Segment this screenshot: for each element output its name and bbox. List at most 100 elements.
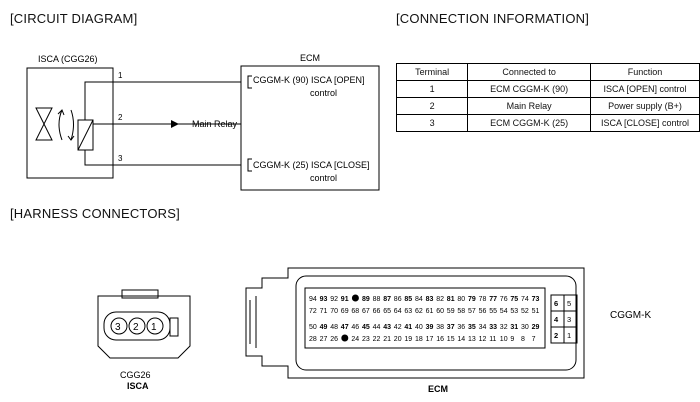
ecm-pin: 39 [426, 324, 434, 331]
ecm-pin: 48 [330, 324, 338, 331]
ecm-pin: 50 [309, 324, 317, 331]
ecm-pin: 79 [468, 296, 476, 303]
ecm-connector-name: ECM [428, 384, 448, 394]
ecm-pin: 74 [521, 296, 529, 303]
ecm-pin: 14 [457, 336, 465, 343]
ecm-pin: 29 [532, 324, 540, 331]
ecm-pin: 38 [436, 324, 444, 331]
table-cell: ISCA [OPEN] control [589, 80, 700, 98]
main-relay-label: Main Relay [192, 119, 238, 129]
ecm-pin: 46 [351, 324, 359, 331]
isca-connector-name: ISCA [127, 381, 149, 391]
table-cell: Main Relay [467, 97, 591, 115]
ecm-pin: 44 [373, 324, 381, 331]
coil-icon [77, 119, 94, 151]
ecm-pin: 65 [383, 308, 391, 315]
ecm-pin: 27 [320, 336, 328, 343]
isca-connector [97, 289, 191, 359]
ecm-side-pin: 3 [567, 315, 571, 324]
ecm-connector [245, 267, 585, 379]
ecm-pin: 63 [404, 308, 412, 315]
table-cell: 1 [395, 80, 469, 98]
isca-pin-1: 1 [151, 322, 157, 333]
ecm-pin: 66 [373, 308, 381, 315]
ecm-pin-open-line1: CGGM-K (90) ISCA [OPEN] [253, 75, 365, 85]
ecm-pin: 19 [404, 336, 412, 343]
ecm-pin: 35 [468, 324, 476, 331]
ecm-pin: 22 [373, 336, 381, 343]
ecm-pin: 28 [309, 336, 317, 343]
ecm-pin: 37 [447, 324, 455, 331]
ecm-pin: 83 [426, 296, 434, 303]
ecm-pin: 93 [320, 296, 328, 303]
table-cell: ECM CGGM-K (25) [467, 114, 591, 132]
harness-connectors-title: [HARNESS CONNECTORS] [10, 206, 180, 221]
pin-2-label: 2 [118, 113, 123, 122]
ecm-pin: 43 [383, 324, 391, 331]
ecm-pin: 91 [341, 296, 349, 303]
table-cell: 2 [395, 97, 469, 115]
ecm-pin: 55 [489, 308, 497, 315]
ecm-pin: 36 [457, 324, 465, 331]
ecm-pin: 8 [521, 336, 525, 343]
ecm-pin: 47 [341, 324, 349, 331]
ecm-pin: 31 [510, 324, 518, 331]
ecm-side-pin: 5 [567, 299, 571, 308]
ecm-label: ECM [300, 53, 320, 63]
isca-connector-code: CGG26 [120, 370, 151, 380]
ecm-pin: 75 [510, 296, 518, 303]
ecm-pin: 11 [489, 336, 496, 343]
pin-1-label: 1 [118, 71, 123, 80]
table-cell: Power supply (B+) [589, 97, 700, 115]
ecm-pin: 18 [415, 336, 423, 343]
ecm-pin: 92 [330, 296, 338, 303]
ecm-pin: 30 [521, 324, 529, 331]
ecm-pin: 67 [362, 308, 370, 315]
table-row: 2 Main Relay Power supply (B+) [395, 97, 700, 115]
ecm-pin: 87 [383, 296, 391, 303]
ecm-pin-close-line1: CGGM-K (25) ISCA [CLOSE] [253, 160, 370, 170]
ecm-pin: 58 [457, 308, 465, 315]
ecm-pin: 68 [351, 308, 359, 315]
ecm-pin: 69 [341, 308, 349, 315]
isca-label: ISCA (CGG26) [38, 54, 98, 64]
connection-table: Terminal Connected to Function 1 ECM CGG… [395, 63, 700, 132]
ecm-pin: 85 [404, 296, 412, 303]
ecm-side-pin: 2 [554, 331, 558, 340]
ecm-pin: 88 [373, 296, 381, 303]
ecm-pin: 24 [351, 336, 359, 343]
ecm-side-pin: 6 [554, 299, 558, 308]
ecm-pin: 12 [479, 336, 487, 343]
ecm-side-pin: 1 [567, 331, 571, 340]
ecm-pin: 71 [320, 308, 328, 315]
isca-pin-3: 3 [115, 322, 121, 333]
ecm-pin: 51 [532, 308, 540, 315]
isca-pin-2: 2 [133, 322, 139, 333]
circuit-diagram-title: [CIRCUIT DIAGRAM] [10, 11, 138, 26]
ecm-pin: 13 [468, 336, 476, 343]
table-row: 1 ECM CGGM-K (90) ISCA [OPEN] control [395, 80, 700, 98]
ecm-pin: 84 [415, 296, 423, 303]
ecm-pin: 49 [320, 324, 328, 331]
table-row: 3 ECM CGGM-K (25) ISCA [CLOSE] control [395, 114, 700, 132]
ecm-pin: 70 [330, 308, 338, 315]
ecm-pin-open-line2: control [310, 88, 337, 98]
valve-icon [35, 107, 75, 141]
ecm-pin: 53 [510, 308, 518, 315]
ecm-pin: 94 [309, 296, 317, 303]
ecm-pin-blank [351, 294, 359, 302]
ecm-pin: 77 [489, 296, 497, 303]
ecm-pin: 73 [532, 296, 540, 303]
ecm-pin: 23 [362, 336, 370, 343]
ecm-pin: 42 [394, 324, 402, 331]
ecm-pin: 81 [447, 296, 455, 303]
ecm-pin: 62 [415, 308, 423, 315]
connection-info-title: [CONNECTION INFORMATION] [396, 11, 590, 26]
ecm-pin: 60 [436, 308, 444, 315]
ecm-pin: 26 [330, 336, 338, 343]
ecm-pin: 17 [426, 336, 434, 343]
ecm-pin: 76 [500, 296, 508, 303]
table-header: Connected to [467, 63, 591, 81]
